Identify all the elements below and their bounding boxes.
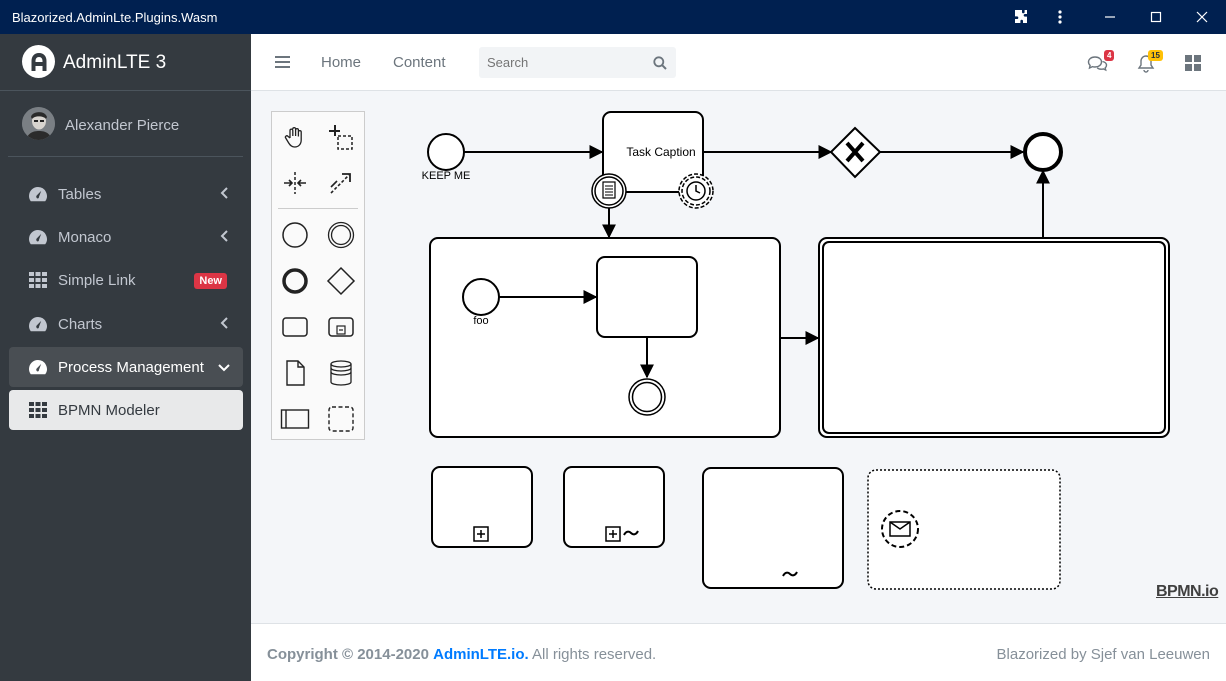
messages-count-badge: 4 <box>1104 50 1115 61</box>
chevron-left-icon <box>220 187 228 199</box>
collapsed-adhoc-subprocess[interactable] <box>563 466 665 548</box>
comments-icon <box>1087 56 1108 72</box>
chevron-left-icon <box>220 230 228 242</box>
palette-separator <box>278 208 358 209</box>
search-input[interactable] <box>479 47 644 78</box>
tachometer-icon <box>29 317 47 332</box>
brand-logo-icon <box>22 45 55 78</box>
bpmn-diagram[interactable] <box>251 91 1226 623</box>
task-caption-label: Task Caption <box>626 145 696 159</box>
tachometer-icon <box>29 230 47 245</box>
footer: Copyright © 2014-2020 AdminLTE.io. All r… <box>251 623 1226 681</box>
window-title: Blazorized.AdminLte.Plugins.Wasm <box>12 10 218 25</box>
transaction-subprocess[interactable] <box>818 237 1170 438</box>
subprocess-start-event[interactable] <box>462 278 500 316</box>
data-object-tool-icon[interactable] <box>278 356 312 390</box>
subprocess-task[interactable] <box>596 256 698 338</box>
end-event-tool-icon[interactable] <box>278 264 312 298</box>
condition-document-icon <box>602 181 616 199</box>
extensions-icon[interactable] <box>1008 0 1034 34</box>
gateway-tool-icon[interactable] <box>324 264 358 298</box>
adminlte-link[interactable]: AdminLTE.io. <box>433 646 529 663</box>
sidebar-item-process-management[interactable]: Process Management <box>9 347 243 387</box>
sidebar-item-monaco[interactable]: Monaco <box>9 217 243 257</box>
search-form <box>479 47 676 78</box>
start-event[interactable] <box>427 133 465 171</box>
sidebar-item-charts[interactable]: Charts <box>9 304 243 344</box>
user-panel[interactable]: Alexander Pierce <box>8 91 243 157</box>
intermediate-event-tool-icon[interactable] <box>324 218 358 252</box>
chevron-down-icon <box>218 364 230 372</box>
hamburger-menu-icon[interactable] <box>275 55 291 69</box>
task-tool-icon[interactable] <box>278 310 312 344</box>
envelope-flap-icon <box>889 521 911 530</box>
end-event[interactable] <box>1023 132 1063 172</box>
grid-icon <box>29 402 47 418</box>
collapsed-subprocess[interactable] <box>431 466 533 548</box>
user-name: Alexander Pierce <box>65 117 180 134</box>
control-sidebar-toggle-icon[interactable] <box>1185 55 1201 71</box>
gateway-x-icon <box>845 141 865 163</box>
bpmn-palette <box>271 111 365 440</box>
sidebar-item-simple-link[interactable]: Simple Link New <box>9 260 243 300</box>
event-subprocess[interactable] <box>867 469 1061 590</box>
close-icon[interactable] <box>1190 0 1214 34</box>
window-titlebar: Blazorized.AdminLte.Plugins.Wasm <box>0 0 1226 34</box>
space-tool-icon[interactable] <box>278 166 312 200</box>
brand-text: AdminLTE 3 <box>63 52 167 73</box>
grid-icon <box>29 272 47 288</box>
hand-tool-icon[interactable] <box>278 120 312 154</box>
adhoc-tilde-icon <box>623 530 639 536</box>
subprocess-start-label: foo <box>473 315 489 327</box>
tachometer-icon <box>29 187 47 202</box>
maximize-icon[interactable] <box>1144 0 1168 34</box>
messages-dropdown[interactable]: 4 <box>1087 50 1115 76</box>
more-vertical-icon[interactable] <box>1050 0 1070 34</box>
brand-link[interactable]: AdminLTE 3 <box>0 34 251 91</box>
search-icon <box>653 55 667 70</box>
global-connect-tool-icon[interactable] <box>324 166 358 200</box>
condition-lines-icon <box>605 185 613 196</box>
bpmn-canvas-area[interactable]: Task Caption KEEP ME foo BPMN.io <box>251 91 1226 623</box>
nav-link-content[interactable]: Content <box>393 54 446 71</box>
transaction-inner-border <box>822 241 1166 434</box>
sidebar-item-tables[interactable]: Tables <box>9 174 243 214</box>
start-event-label: KEEP ME <box>421 170 471 182</box>
participant-tool-icon[interactable] <box>278 402 312 436</box>
new-badge: New <box>194 273 227 289</box>
plus-icon <box>609 530 617 538</box>
top-navbar: Home Content 4 15 <box>251 34 1226 91</box>
bpmn-io-watermark[interactable]: BPMN.io <box>1156 583 1219 600</box>
chevron-left-icon <box>220 317 228 329</box>
adhoc-tilde-icon <box>782 571 798 577</box>
nav-link-home[interactable]: Home <box>321 54 362 71</box>
subprocess-tool-icon[interactable] <box>324 310 358 344</box>
sidebar: AdminLTE 3 Alexander Pierce Tables Monac… <box>0 34 251 681</box>
start-event-tool-icon[interactable] <box>278 218 312 252</box>
notifications-dropdown[interactable]: 15 <box>1137 50 1163 76</box>
group-tool-icon[interactable] <box>324 402 358 436</box>
minimize-icon[interactable] <box>1098 0 1122 34</box>
intermediate-throw-event-inner <box>631 381 663 413</box>
plus-icon <box>477 530 485 538</box>
copyright: Copyright © 2014-2020 AdminLTE.io. All r… <box>267 646 657 663</box>
data-store-tool-icon[interactable] <box>324 356 358 390</box>
lasso-tool-icon[interactable] <box>324 120 358 154</box>
avatar <box>22 107 55 140</box>
sidebar-item-bpmn-modeler[interactable]: BPMN Modeler <box>9 390 243 430</box>
footer-credit: Blazorized by Sjef van Leeuwen <box>996 646 1210 663</box>
clock-hands-icon <box>695 185 701 194</box>
adhoc-subprocess[interactable] <box>702 467 844 589</box>
notifications-count-badge: 15 <box>1148 50 1163 61</box>
search-button[interactable] <box>644 47 676 78</box>
tachometer-icon <box>29 360 47 375</box>
